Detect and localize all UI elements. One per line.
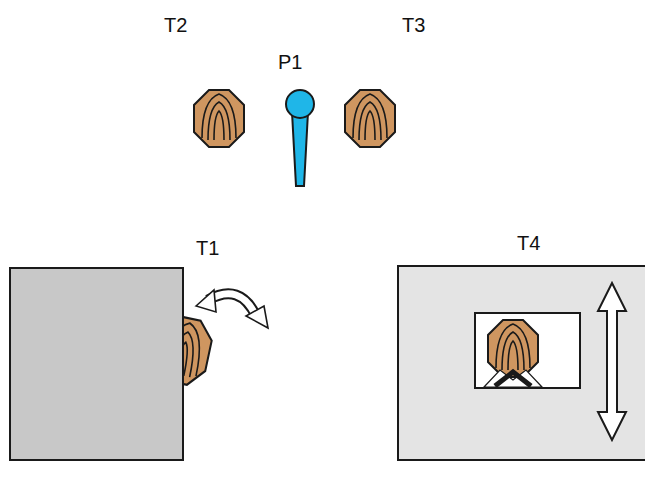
target <box>488 320 538 377</box>
turn-arrow <box>196 290 268 328</box>
window <box>475 313 580 388</box>
target-label: T2 <box>164 15 187 35</box>
target <box>345 90 395 147</box>
panel <box>398 266 645 460</box>
person <box>286 90 314 186</box>
target-mount <box>484 370 542 387</box>
target-label: T3 <box>402 15 425 35</box>
target-label: T4 <box>517 233 540 253</box>
wall <box>10 268 183 460</box>
target-label: P1 <box>278 52 302 72</box>
move-arrow <box>598 283 626 440</box>
target <box>194 90 244 147</box>
target-label: T1 <box>196 238 219 258</box>
